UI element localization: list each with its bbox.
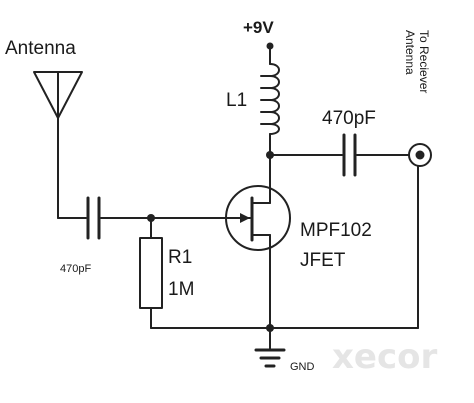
antenna-icon <box>33 71 83 219</box>
output-connector-icon <box>408 143 432 167</box>
output-capacitor-value: 470pF <box>322 108 376 129</box>
output-label-line1: To Reciever <box>417 30 431 93</box>
jfet-transistor-icon <box>225 185 291 251</box>
ground-icon <box>254 348 286 368</box>
output-label-line2: Antenna <box>403 30 417 75</box>
input-capacitor-icon <box>86 196 101 240</box>
resistor-icon <box>139 237 163 309</box>
resistor-name-label: R1 <box>168 247 192 268</box>
transistor-part-label: MPF102 <box>300 220 372 241</box>
antenna-label: Antenna <box>5 38 76 59</box>
ground-label: GND <box>290 361 315 373</box>
transistor-type-label: JFET <box>300 250 346 271</box>
supply-label: +9V <box>243 18 274 37</box>
resistor-value-label: 1M <box>168 279 194 300</box>
output-capacitor-icon <box>342 133 357 177</box>
inductor-label: L1 <box>226 90 247 111</box>
watermark-text: xecor <box>332 337 438 377</box>
inductor-icon <box>260 63 280 135</box>
input-capacitor-value: 470pF <box>60 263 91 275</box>
